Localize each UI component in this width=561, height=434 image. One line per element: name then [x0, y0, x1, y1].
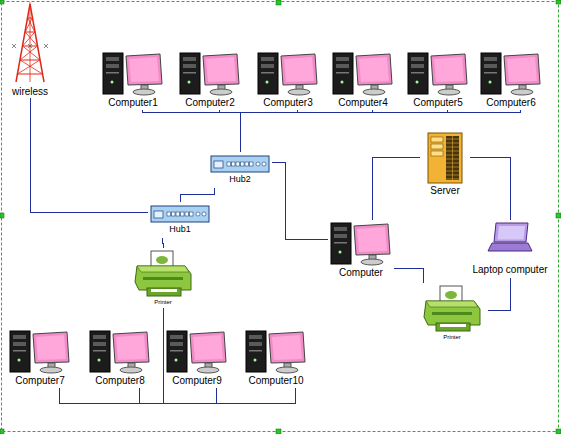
computer-icon — [245, 330, 307, 374]
computer-node: Computer9 — [164, 328, 230, 388]
network-link — [30, 98, 148, 212]
node-label: Computer9 — [154, 375, 240, 386]
node-label: Computer3 — [245, 97, 331, 108]
computer-icon — [332, 52, 394, 96]
server-icon — [427, 132, 463, 184]
node-label: Hub1 — [138, 225, 222, 235]
computer-node: Computer1 — [100, 50, 166, 110]
network-link — [240, 110, 448, 152]
printer-node: Printer — [130, 248, 196, 308]
connectors — [30, 98, 521, 403]
network-link — [372, 157, 420, 220]
computer-icon — [480, 52, 542, 96]
node-label: Computer1 — [90, 97, 176, 108]
computer-node: Computer4 — [330, 50, 396, 110]
node-label: Computer — [318, 267, 404, 278]
hub-icon — [150, 204, 210, 224]
node-label: Computer5 — [395, 97, 481, 108]
network-link — [180, 188, 214, 202]
node-label: Computer10 — [233, 375, 319, 386]
computer-node: Computer8 — [87, 328, 153, 388]
printer-icon — [422, 285, 482, 333]
node-label: Computer4 — [320, 97, 406, 108]
node-label: wireless — [0, 86, 62, 97]
computer-node: Computer5 — [405, 50, 471, 110]
computer-node: Computer — [328, 220, 394, 280]
network-link — [488, 278, 510, 310]
node-label: Computer8 — [77, 375, 163, 386]
computer-icon — [407, 52, 469, 96]
computer-icon — [166, 330, 228, 374]
server-node: Server — [420, 130, 470, 198]
laptop-node: Laptop computer — [468, 220, 552, 278]
computer-node: Computer7 — [7, 328, 73, 388]
tower-node: wireless — [8, 0, 52, 98]
hub-node: Hub2 — [208, 152, 272, 188]
node-label: Computer7 — [0, 375, 83, 386]
network-link — [240, 110, 373, 152]
network-link — [394, 268, 423, 283]
computer-icon — [257, 52, 319, 96]
printer-node: Printer — [416, 283, 488, 343]
computer-node: Computer3 — [255, 50, 321, 110]
computer-node: Computer10 — [243, 328, 309, 388]
network-link — [143, 110, 240, 152]
computer-icon — [330, 222, 392, 266]
node-label: Hub2 — [198, 175, 282, 185]
computer-icon — [179, 52, 241, 96]
computer-node: Computer6 — [478, 50, 544, 110]
network-link — [272, 163, 328, 240]
node-label: Laptop computer — [458, 264, 561, 275]
node-label: Printer — [406, 334, 498, 341]
computer-icon — [9, 330, 71, 374]
network-link — [240, 110, 521, 152]
hub-node: Hub1 — [148, 202, 212, 238]
node-label: Computer2 — [167, 97, 253, 108]
computer-icon — [89, 330, 151, 374]
node-label: Computer6 — [468, 97, 554, 108]
network-link — [60, 308, 163, 403]
network-link — [470, 157, 510, 220]
computer-icon — [102, 52, 164, 96]
network-link — [162, 238, 163, 248]
network-link — [240, 110, 298, 152]
computer-node: Computer2 — [177, 50, 243, 110]
printer-icon — [133, 250, 193, 298]
hub-icon — [210, 154, 270, 174]
node-label: Server — [410, 185, 480, 196]
node-label: Printer — [120, 299, 206, 306]
tower-icon — [8, 2, 52, 84]
network-link — [220, 110, 240, 152]
laptop-icon — [488, 222, 532, 252]
